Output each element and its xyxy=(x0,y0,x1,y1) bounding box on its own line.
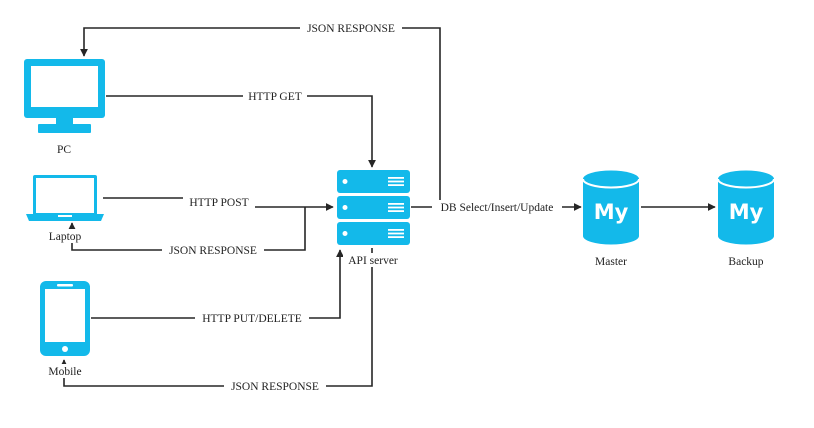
edge-label-mobile-put-delete: HTTP PUT/DELETE xyxy=(195,311,309,325)
pc-label: PC xyxy=(57,144,71,156)
svg-text:DB Select/Insert/Update: DB Select/Insert/Update xyxy=(441,202,554,214)
edge-mobile-to-api xyxy=(91,249,344,319)
laptop-icon xyxy=(26,175,104,221)
edge-label-db-query: DB Select/Insert/Update xyxy=(432,200,562,214)
svg-text:HTTP POST: HTTP POST xyxy=(189,197,248,209)
mobile-label: Mobile xyxy=(44,364,86,378)
master-node: My Master xyxy=(582,170,640,268)
svg-text:My: My xyxy=(729,200,764,224)
mobile-node: Mobile xyxy=(40,281,90,378)
edge-label-pc-get: HTTP GET xyxy=(243,89,307,103)
mysql-database-icon: My xyxy=(582,170,640,245)
svg-text:Laptop: Laptop xyxy=(49,231,82,243)
smartphone-icon xyxy=(40,281,90,356)
edge-label-mobile-response: JSON RESPONSE xyxy=(224,379,326,393)
backup-label: Backup xyxy=(728,256,763,268)
backup-node: My Backup xyxy=(717,170,775,268)
svg-text:My: My xyxy=(594,200,629,224)
svg-text:JSON RESPONSE: JSON RESPONSE xyxy=(307,23,395,35)
pc-node: PC xyxy=(24,59,105,156)
mysql-database-icon: My xyxy=(717,170,775,245)
server-rack-icon xyxy=(337,170,410,245)
api-server-node: API server xyxy=(337,170,410,267)
master-label: Master xyxy=(595,256,627,268)
svg-text:JSON RESPONSE: JSON RESPONSE xyxy=(169,245,257,257)
api-server-label: API server xyxy=(343,253,401,267)
edge-pc-to-api xyxy=(106,95,376,168)
svg-text:HTTP GET: HTTP GET xyxy=(248,91,302,103)
laptop-node: Laptop xyxy=(26,175,104,243)
edge-api-to-pc-response xyxy=(80,27,441,207)
edge-label-laptop-response: JSON RESPONSE xyxy=(162,243,264,257)
svg-text:API server: API server xyxy=(348,255,398,267)
laptop-label: Laptop xyxy=(45,229,85,243)
svg-text:HTTP PUT/DELETE: HTTP PUT/DELETE xyxy=(202,313,302,325)
svg-text:Mobile: Mobile xyxy=(48,366,81,378)
edge-label-laptop-post: HTTP POST xyxy=(183,195,255,209)
edge-label-pc-response: JSON RESPONSE xyxy=(300,21,402,35)
svg-text:JSON RESPONSE: JSON RESPONSE xyxy=(231,381,319,393)
desktop-monitor-icon xyxy=(24,59,105,133)
